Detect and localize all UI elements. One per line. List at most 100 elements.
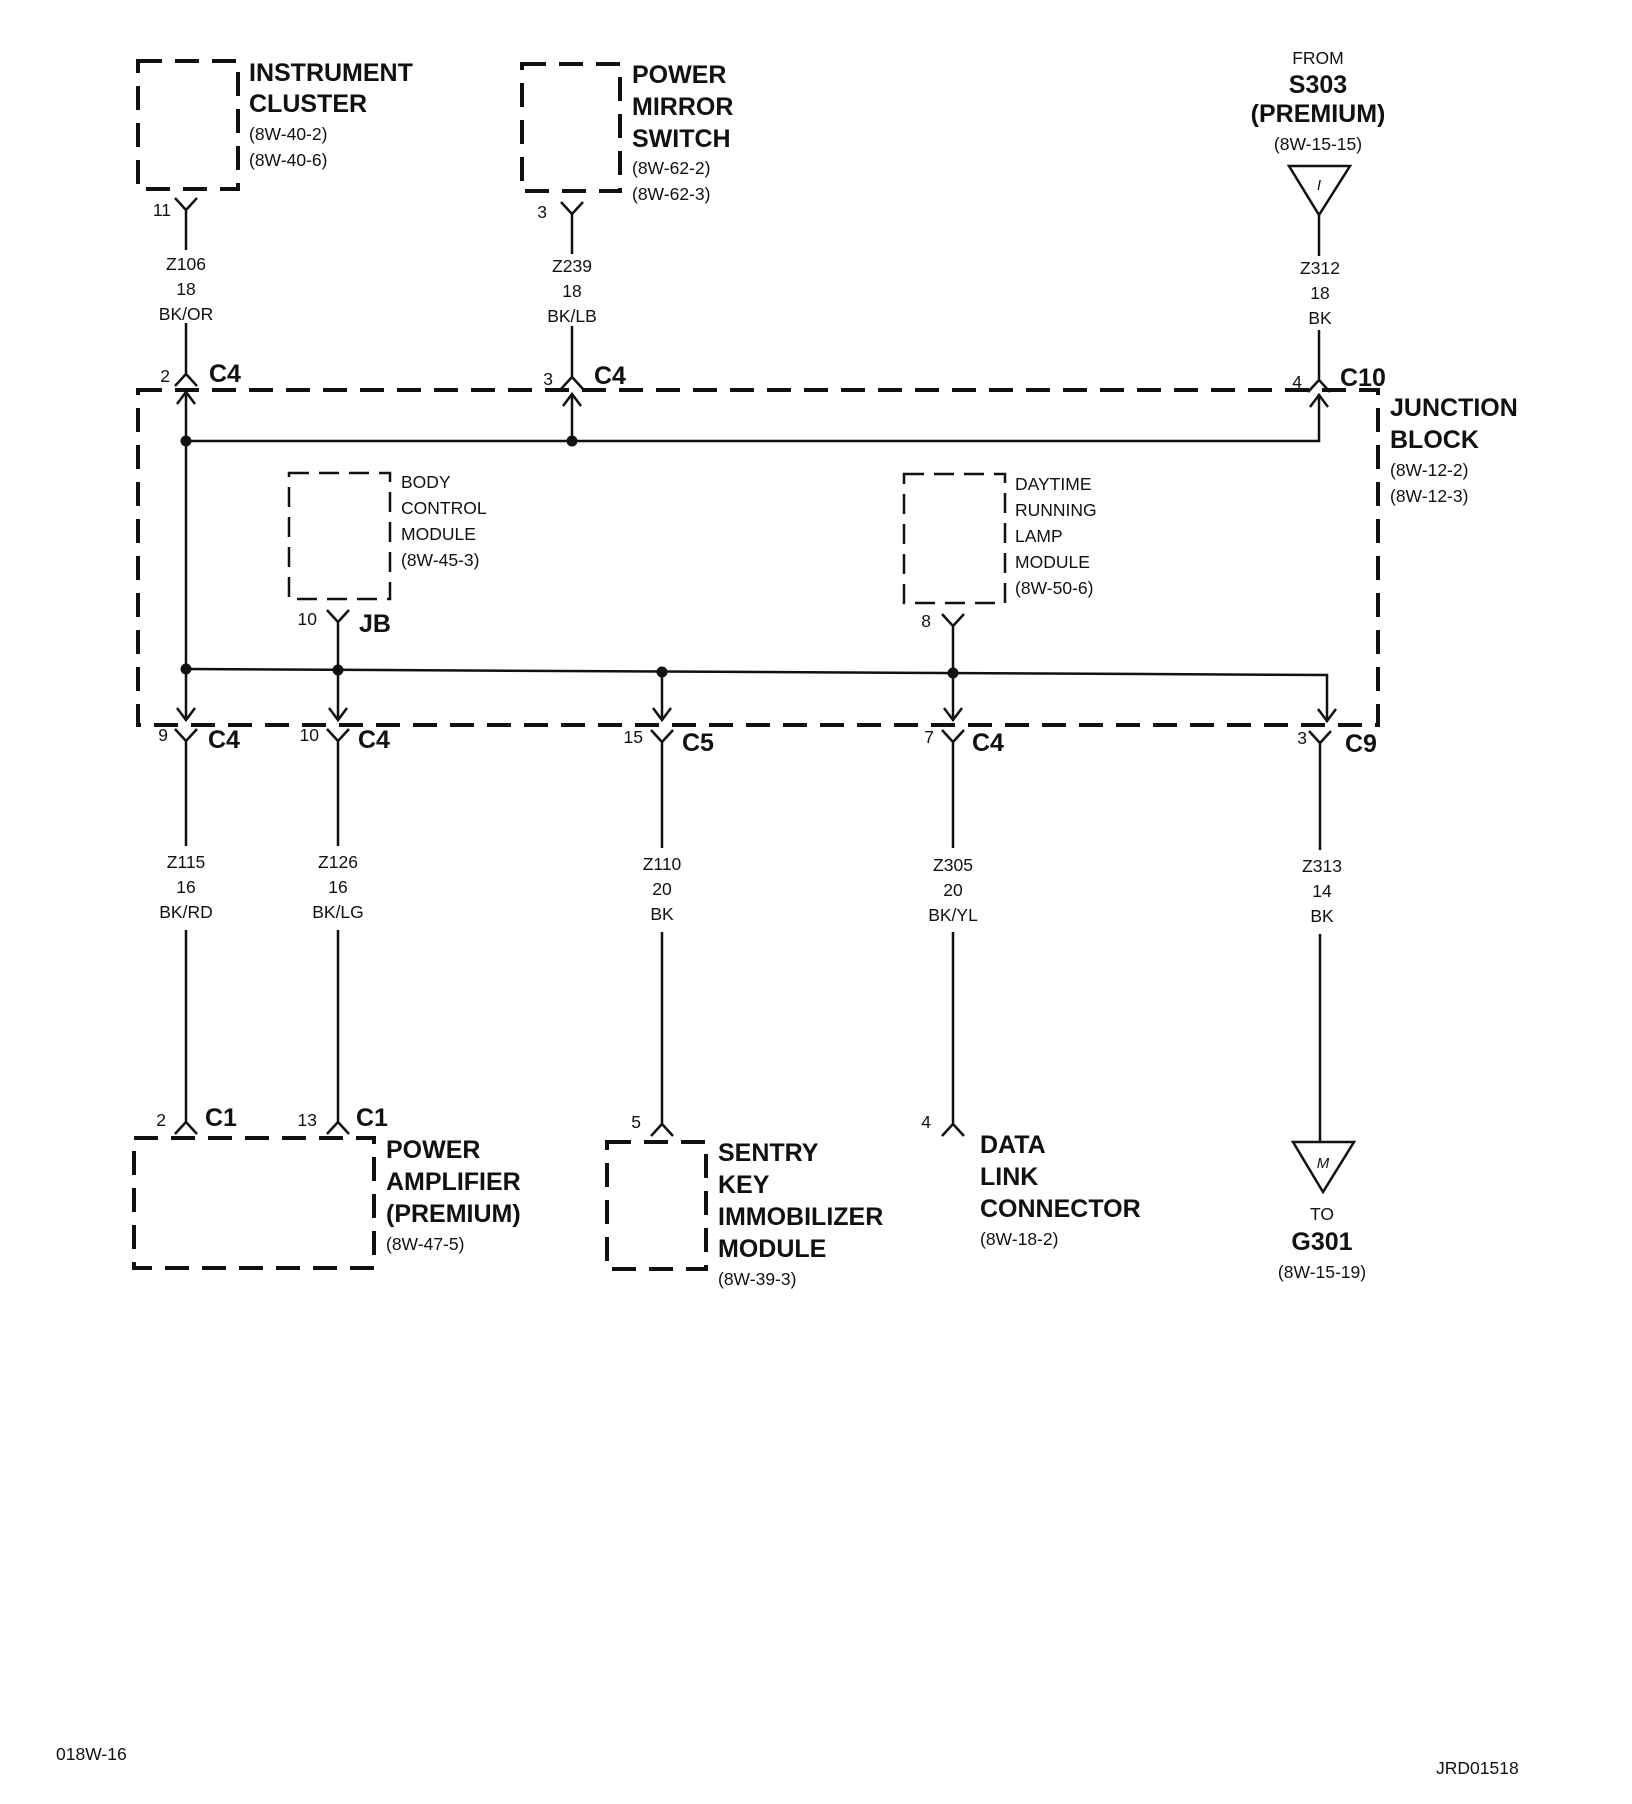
- z239-gauge: 18: [562, 281, 581, 301]
- drawing-id: JRD01518: [1436, 1758, 1519, 1778]
- splice-triangle-icon: [1286, 164, 1353, 218]
- jb-top-mid-connector: C4: [594, 362, 626, 390]
- sentry-key-immobilizer-module: 5 SENTRY KEY IMMOBILIZER MODULE (8W-39-3…: [605, 1110, 883, 1289]
- to-label: TO: [1310, 1204, 1334, 1224]
- splice-dot: [332, 664, 344, 676]
- jb-bottom-arrow-2: [328, 707, 348, 723]
- ground-name: G301: [1291, 1228, 1352, 1256]
- jb-bottom-pin-4: 7: [924, 727, 934, 747]
- jb-top-left-arrow: [176, 389, 196, 405]
- z115-color: BK/RD: [159, 902, 212, 922]
- junction-block-name-1: JUNCTION: [1390, 394, 1518, 422]
- jb-top-left-pin: 2: [160, 366, 170, 386]
- to-ground-g301: M TO G301 (8W-15-19): [1278, 1140, 1366, 1282]
- skim-terminal: [650, 1110, 674, 1137]
- jb-lower-bus: [185, 667, 1329, 720]
- jb-bottom-arrow-4: [943, 707, 963, 723]
- jb-bottom-connector-3: C5: [682, 729, 714, 757]
- jb-bottom-connector-1: C4: [208, 726, 240, 754]
- z312-gauge: 18: [1310, 283, 1329, 303]
- jb-top-right-pin: 4: [1292, 372, 1302, 392]
- skim-name-2: KEY: [718, 1171, 770, 1199]
- power-amplifier-name-1: POWER: [386, 1136, 480, 1164]
- z115-circuit: Z115: [167, 852, 206, 872]
- z239-circuit: Z239: [552, 256, 592, 276]
- amp-terminal-b: [326, 1108, 350, 1135]
- drl-ref: (8W-50-6): [1015, 578, 1093, 598]
- jb-bottom-connector-4: C4: [972, 729, 1004, 757]
- page-id: 018W-16: [56, 1744, 127, 1764]
- jb-bottom-terminal-1: [174, 728, 198, 749]
- z305-color: BK/YL: [928, 905, 978, 925]
- amp-connector-b: C1: [356, 1104, 388, 1132]
- z106-circuit: Z106: [166, 254, 206, 274]
- splice-qualifier: (PREMIUM): [1251, 100, 1386, 128]
- z106-gauge: 18: [176, 279, 195, 299]
- bcm-name-2: CONTROL: [401, 498, 487, 518]
- mirror-switch-name-1: POWER: [632, 61, 726, 89]
- z305-circuit: Z305: [933, 855, 973, 875]
- splice-dot: [566, 435, 578, 447]
- jb-bottom-connector-5: C9: [1345, 730, 1377, 758]
- data-link-connector: 4 DATA LINK CONNECTOR (8W-18-2): [921, 1110, 1141, 1249]
- bcm-outline: [287, 471, 392, 601]
- jb-top-right-arrow: [1309, 392, 1329, 408]
- jb-bottom-pin-3: 15: [624, 727, 643, 747]
- mirror-switch-ref-1: (8W-62-2): [632, 158, 710, 178]
- jb-bottom-pin-5: 3: [1297, 728, 1307, 748]
- jb-bottom-arrow-3: [652, 707, 672, 723]
- jb-top-mid-terminal: [560, 362, 584, 390]
- dlc-pin: 4: [921, 1112, 931, 1132]
- power-amplifier-name-2: AMPLIFIER: [386, 1168, 521, 1196]
- junction-block-ref-1: (8W-12-2): [1390, 460, 1468, 480]
- mirror-switch-name-2: MIRROR: [632, 93, 733, 121]
- mirror-switch-ref-2: (8W-62-3): [632, 184, 710, 204]
- ground-ref: (8W-15-19): [1278, 1262, 1366, 1282]
- drl-name-2: RUNNING: [1015, 500, 1097, 520]
- amp-connector-a: C1: [205, 1104, 237, 1132]
- instrument-cluster-name-1: INSTRUMENT: [249, 59, 413, 87]
- drl-outline: [902, 472, 1007, 605]
- cluster-female-terminal: [174, 197, 198, 218]
- bcm-name-1: BODY: [401, 472, 451, 492]
- z239-color: BK/LB: [547, 306, 597, 326]
- z305-gauge: 20: [943, 880, 963, 900]
- drl-pin-number: 8: [921, 611, 931, 631]
- amp-pin-b: 13: [298, 1110, 317, 1130]
- dlc-name-3: CONNECTOR: [980, 1195, 1141, 1223]
- skim-outline: [605, 1140, 708, 1271]
- drl-name-4: MODULE: [1015, 552, 1090, 572]
- z126-circuit: Z126: [318, 852, 358, 872]
- bcm-name-3: MODULE: [401, 524, 476, 544]
- power-amplifier-name-3: (PREMIUM): [386, 1200, 521, 1228]
- skim-pin: 5: [631, 1112, 641, 1132]
- splice-dot: [656, 666, 668, 678]
- jb-bottom-terminal-2: [326, 728, 350, 749]
- dlc-terminal: [941, 1110, 965, 1137]
- bcm-pin-number: 10: [298, 609, 318, 629]
- junction-block-name-2: BLOCK: [1390, 426, 1479, 454]
- z313-gauge: 14: [1312, 881, 1332, 901]
- instrument-cluster-ref-1: (8W-40-2): [249, 124, 327, 144]
- jb-bottom-terminal-3: [650, 729, 674, 750]
- splice-name: S303: [1289, 71, 1347, 99]
- body-control-module: BODY CONTROL MODULE (8W-45-3) 10 JB: [287, 471, 487, 638]
- drl-name-1: DAYTIME: [1015, 474, 1092, 494]
- z313-circuit: Z313: [1302, 856, 1342, 876]
- from-splice-s303: FROM S303 (PREMIUM) (8W-15-15) I: [1251, 48, 1386, 218]
- bcm-female-terminal: [326, 609, 350, 630]
- dlc-ref: (8W-18-2): [980, 1229, 1058, 1249]
- power-mirror-switch: POWER MIRROR SWITCH (8W-62-2) (8W-62-3) …: [520, 61, 733, 222]
- instrument-cluster-name-2: CLUSTER: [249, 90, 367, 118]
- z106-color: BK/OR: [159, 304, 213, 324]
- skim-name-3: IMMOBILIZER: [718, 1203, 883, 1231]
- jb-top-mid-pin: 3: [543, 369, 553, 389]
- skim-name-1: SENTRY: [718, 1139, 819, 1167]
- amp-pin-a: 2: [156, 1110, 166, 1130]
- bcm-ref: (8W-45-3): [401, 550, 479, 570]
- z312-circuit: Z312: [1300, 258, 1340, 278]
- from-label: FROM: [1292, 48, 1344, 68]
- mirror-female-terminal: [560, 201, 584, 222]
- mirror-pin-number: 3: [537, 202, 547, 222]
